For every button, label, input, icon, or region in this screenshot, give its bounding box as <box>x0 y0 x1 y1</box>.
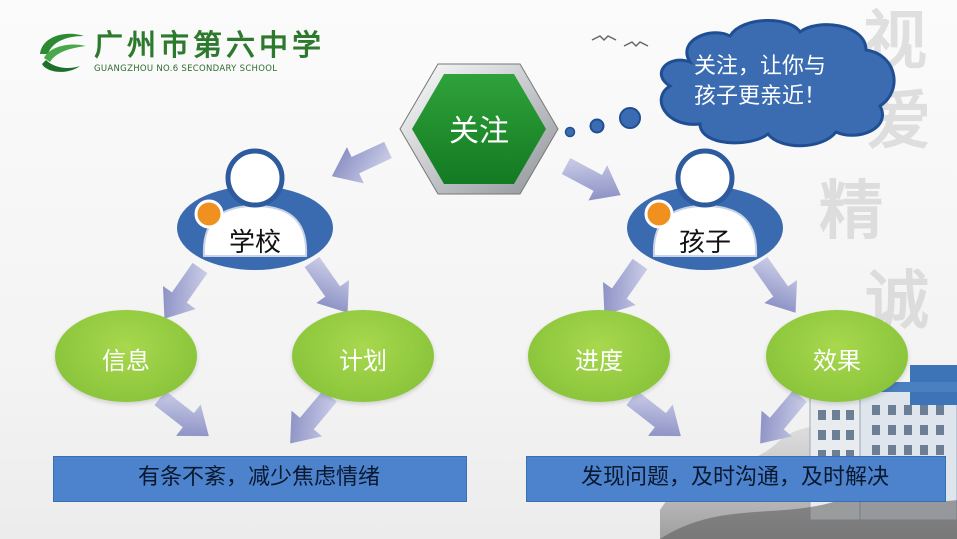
child-label: 孩子 <box>678 228 731 258</box>
birds-icon <box>591 35 649 48</box>
child-orange-dot <box>644 199 674 229</box>
logo-name-english: GUANGZHOU NO.6 SECONDARY SCHOOL <box>94 64 278 74</box>
leaf-effect-label: 效果 <box>813 347 861 375</box>
bubble-line-1: 关注，让你与 <box>693 54 826 79</box>
center-hexagon <box>399 63 559 195</box>
bubble-dot-small <box>564 126 576 138</box>
outcome-left-text: 有条不紊，减少焦虑情绪 <box>137 465 380 490</box>
logo-emblem-icon <box>40 33 86 72</box>
leaf-progress-label: 进度 <box>575 347 623 375</box>
bubble-dot-medium <box>589 118 605 134</box>
bubble-line-2: 孩子更亲近！ <box>693 84 826 109</box>
calligraphy-char-3: 精 <box>819 174 883 249</box>
bubble-text: 关注，让你与 孩子更亲近！ <box>660 52 860 112</box>
outcome-box-right <box>526 456 946 502</box>
school-label: 学校 <box>228 228 281 258</box>
outcome-right-text: 发现问题，及时沟通，及时解决 <box>580 465 889 490</box>
leaf-progress <box>528 310 670 402</box>
school-orange-dot <box>194 199 224 229</box>
leaf-plan-label: 计划 <box>339 347 387 375</box>
school-logo: 广州市第六中学 GUANGZHOU NO.6 SECONDARY SCHOOL <box>36 22 321 82</box>
logo-name-chinese: 广州市第六中学 <box>94 28 326 62</box>
leaf-info-label: 信息 <box>102 347 150 375</box>
bubble-cloud <box>659 19 896 148</box>
leaf-plan <box>292 310 434 402</box>
center-label: 关注 <box>449 114 509 149</box>
outcome-box-left <box>53 456 467 502</box>
bubble-dot-large <box>619 107 641 129</box>
child-node <box>627 148 783 270</box>
leaf-info <box>55 310 197 402</box>
leaf-effect <box>766 310 908 402</box>
school-node <box>177 148 333 270</box>
